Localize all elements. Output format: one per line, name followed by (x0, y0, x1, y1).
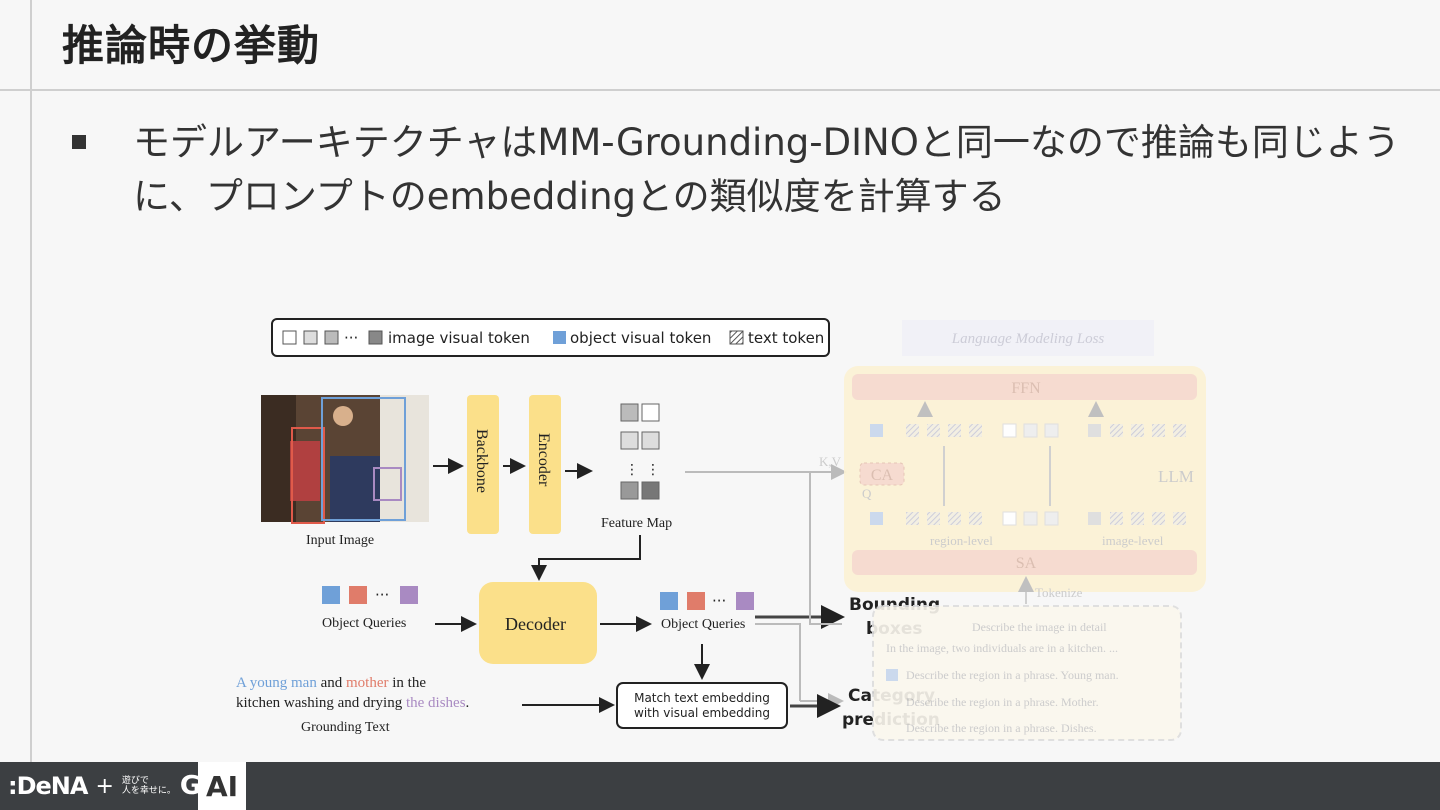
lm-loss-label: Language Modeling Loss (951, 331, 1105, 347)
ffn-label: FFN (1011, 380, 1041, 397)
svg-text:···: ··· (375, 586, 389, 604)
legend-ellipsis: ··· (344, 329, 358, 347)
svg-text:⋮: ⋮ (646, 462, 660, 478)
object-queries-in: ··· (322, 586, 418, 604)
encoder-label: Encoder (535, 433, 552, 487)
svg-text:⋮: ⋮ (625, 462, 639, 478)
encoder-block (529, 395, 561, 534)
left-guide-line (30, 0, 32, 762)
input-image (261, 395, 429, 524)
feature-map-label: Feature Map (601, 516, 672, 531)
sa-label: SA (1016, 555, 1037, 572)
title-area: 推論時の挙動 (0, 0, 1440, 90)
kv-label: K,V (819, 454, 842, 469)
backbone-label: Backbone (473, 429, 490, 493)
bullet-square-icon (72, 135, 86, 149)
image-level-label: image-level (1102, 533, 1164, 548)
prompt-line-3: Describe the region in a phrase. Young m… (906, 668, 1119, 682)
prompt-line-2: In the image, two individuals are in a k… (886, 641, 1118, 655)
legend-text-token: text token (748, 329, 824, 347)
grounding-text-label: Grounding Text (301, 720, 390, 735)
match-line1: Match text embedding (634, 691, 770, 705)
decoder-label: Decoder (505, 614, 566, 634)
title-divider (0, 89, 1440, 91)
grounding-text-line2: kitchen washing and drying the dishes. (236, 695, 469, 711)
match-line2: with visual embedding (634, 706, 770, 720)
tokenize-label: Tokenize (1035, 585, 1083, 600)
backbone-block (467, 395, 499, 534)
feature-map: ⋮ ⋮ (620, 403, 660, 500)
object-queries-out-label: Object Queries (661, 617, 745, 632)
object-queries-out: ··· (660, 592, 754, 610)
bullet-text: モデルアーキテクチャはMM-Grounding-DINOと同一なので推論も同じよ… (133, 121, 1400, 218)
prompt-line-4: Describe the region in a phrase. Mother. (906, 695, 1099, 709)
svg-text:···: ··· (712, 592, 726, 610)
legend-image-token: image visual token (388, 329, 530, 347)
llm-label: LLM (1158, 467, 1194, 486)
prompt-line-1: Describe the image in detail (972, 620, 1107, 634)
dena-logo: :DeNA (8, 772, 88, 800)
grounding-text-line1: A young man and mother in the (236, 675, 426, 691)
decoder-block (479, 582, 597, 664)
legend: ··· image visual token object visual tok… (271, 318, 830, 357)
llm-panel-faded: Language Modeling Loss FFN CA K,V Q LLM … (819, 320, 1206, 741)
q-label: Q (862, 486, 872, 501)
prompt-line-5: Describe the region in a phrase. Dishes. (906, 721, 1097, 735)
region-level-label: region-level (930, 533, 993, 548)
logo-plus: + (95, 773, 114, 799)
legend-object-token: object visual token (570, 329, 711, 347)
architecture-diagram: ··· image visual token object visual tok… (236, 318, 1206, 741)
logo-tagline: 遊びで人を幸せに。 (121, 776, 176, 796)
ai-badge: AI (198, 762, 246, 810)
object-queries-in-label: Object Queries (322, 616, 406, 631)
input-image-label: Input Image (306, 533, 374, 548)
match-embedding-box (616, 682, 788, 729)
slide-title: 推論時の挙動 (62, 21, 321, 70)
ca-label: CA (871, 467, 894, 484)
